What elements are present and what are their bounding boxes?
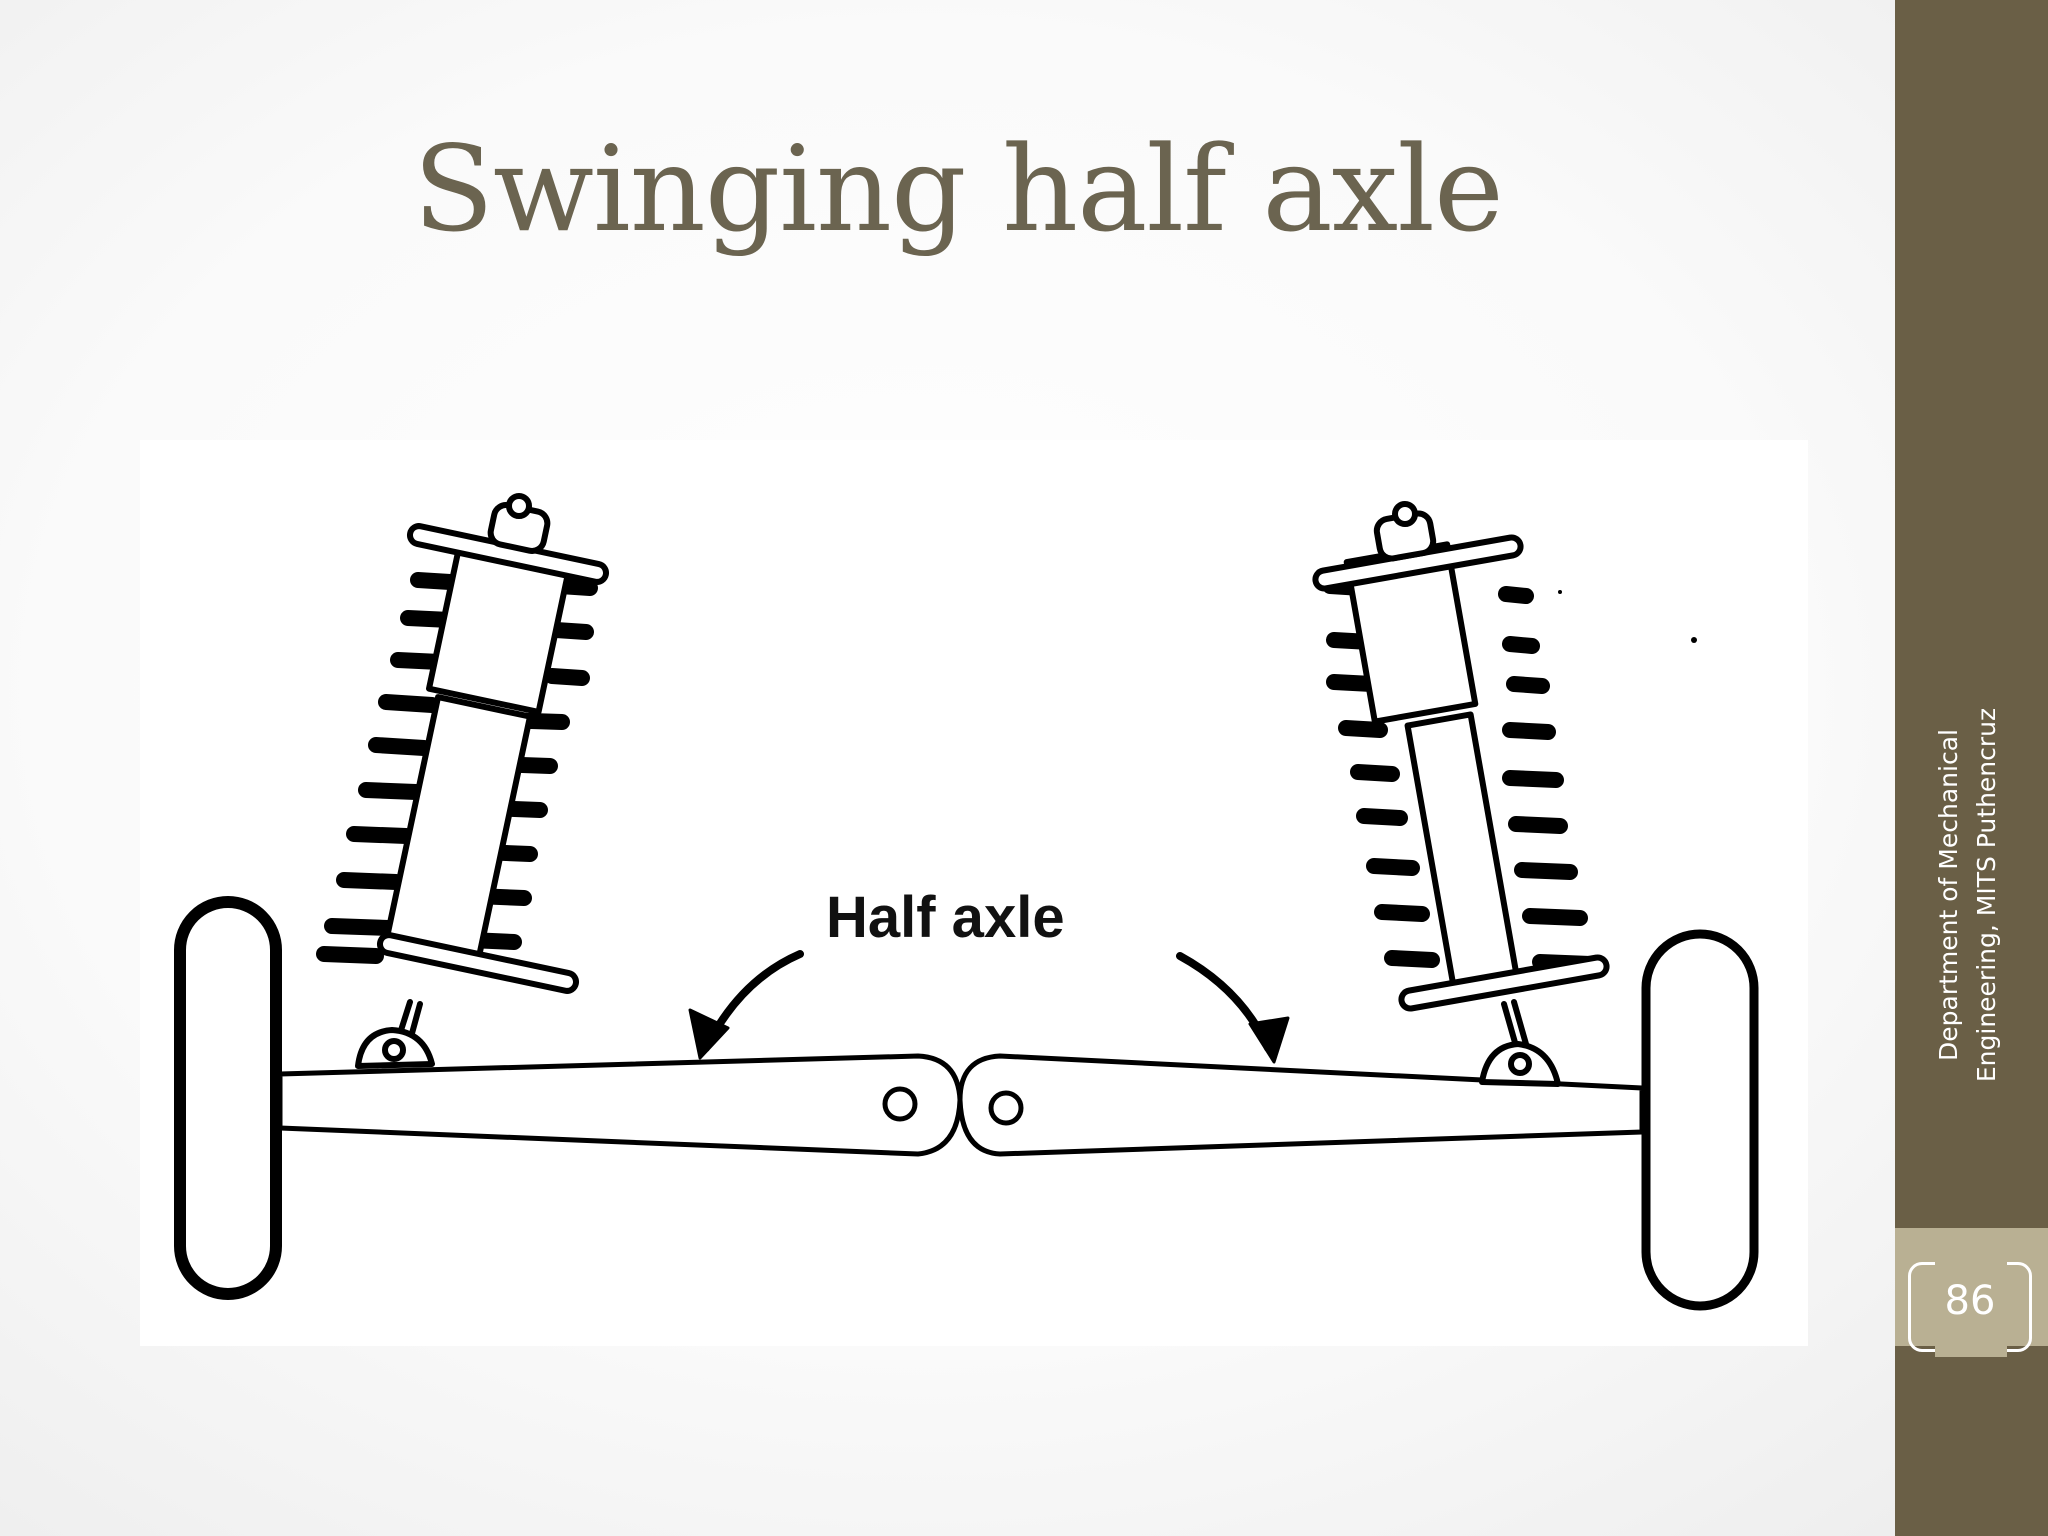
- page-number-bracket: [1908, 1261, 2032, 1357]
- right-arrowhead: [1248, 1016, 1290, 1064]
- left-pivot-hole: [882, 1086, 918, 1122]
- left-strut: [376, 493, 610, 1051]
- swinging-half-axle-diagram: [174, 493, 1759, 1311]
- right-wheel: [1641, 929, 1759, 1311]
- page-number: 86: [1944, 1278, 1996, 1324]
- right-strut: [1312, 501, 1610, 1049]
- slide-title: Swinging half axle: [413, 120, 1504, 258]
- left-wheel: [174, 896, 282, 1300]
- right-mount: [1479, 1041, 1561, 1087]
- left-half-axle: [277, 1053, 963, 1157]
- left-arrowhead: [688, 1008, 730, 1060]
- right-pivot-hole: [988, 1090, 1024, 1126]
- footer-text: Department of Mechanical Engineering, MI…: [1930, 680, 2006, 1110]
- right-half-axle: [957, 1053, 1645, 1157]
- half-axle-label: Half axle: [826, 885, 1065, 950]
- left-mount: [355, 1027, 435, 1069]
- footer-line-1: Department of Mechanical: [1934, 729, 1963, 1061]
- footer-line-2: Engineering, MITS Puthencruz: [1972, 707, 2001, 1083]
